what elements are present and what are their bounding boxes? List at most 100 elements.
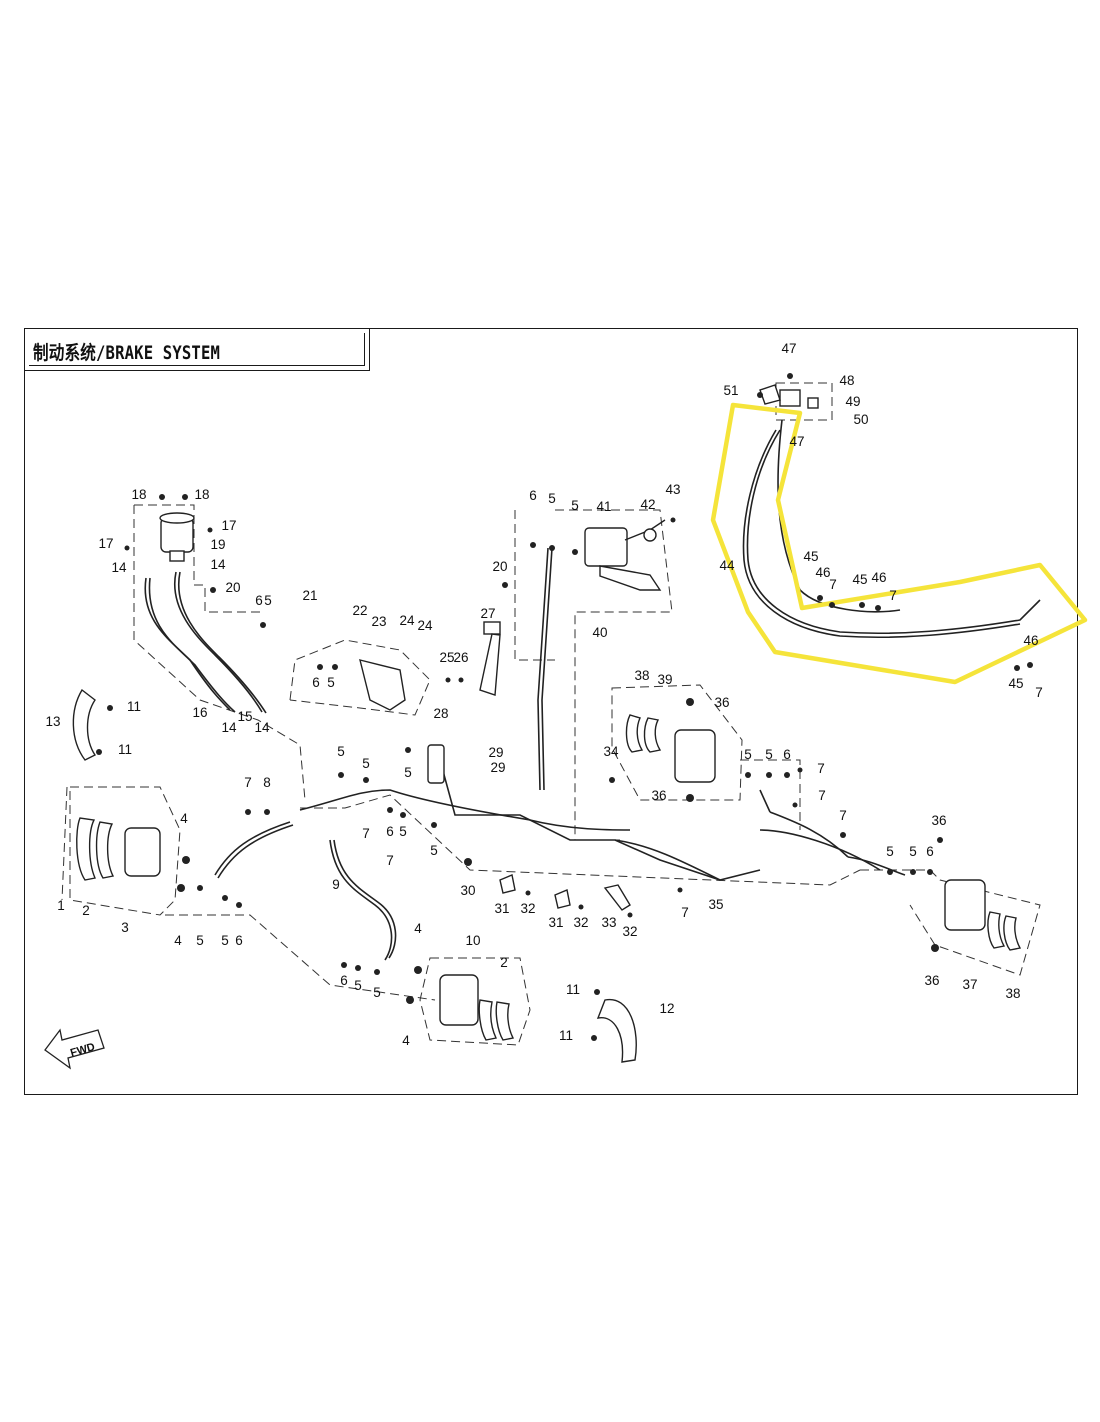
callout-5: 5 [571,498,579,513]
callout-36: 36 [714,695,729,710]
callout-38: 38 [634,668,649,683]
callout-2: 2 [82,903,90,918]
callout-14: 14 [111,560,127,575]
callout-20: 20 [225,580,240,595]
caliper-39 [674,729,716,783]
callout-5: 5 [886,844,894,859]
assembly-outlines [61,382,1041,1046]
callout-7: 7 [244,775,252,790]
callout-6: 6 [255,593,263,608]
callout-5: 5 [221,933,229,948]
callout-38: 38 [1005,986,1020,1001]
callout-46: 46 [871,570,886,585]
callout-5: 5 [765,747,773,762]
callout-15: 15 [237,709,252,724]
master-cylinder-41 [584,527,628,567]
callout-40: 40 [592,625,607,640]
callout-5: 5 [327,675,335,690]
callout-23: 23 [371,614,386,629]
callout-25: 25 [439,650,454,665]
callout-6: 6 [529,488,537,503]
callout-5: 5 [399,824,407,839]
callout-47: 47 [781,341,796,356]
callout-26: 26 [453,650,468,665]
callout-6: 6 [926,844,934,859]
callout-49: 49 [845,394,860,409]
callout-7: 7 [1035,685,1043,700]
callout-18: 18 [131,487,146,502]
callout-11: 11 [127,699,141,714]
callout-12: 12 [659,1001,674,1016]
callout-7: 7 [839,808,847,823]
callout-24: 24 [399,613,415,628]
callout-36: 36 [651,788,666,803]
callout-6: 6 [235,933,243,948]
callout-39: 39 [657,672,672,687]
callout-5: 5 [744,747,752,762]
callout-45: 45 [803,549,818,564]
callout-50: 50 [853,412,868,427]
callout-1: 1 [57,898,65,913]
callout-6: 6 [340,973,348,988]
callout-10: 10 [465,933,480,948]
callout-14: 14 [254,720,270,735]
callout-9: 9 [332,877,340,892]
callout-28: 28 [433,706,448,721]
callout-47: 47 [789,434,804,449]
callout-6: 6 [386,824,394,839]
callout-7: 7 [889,588,897,603]
callout-24: 24 [417,618,433,633]
callout-34: 34 [603,744,619,759]
callout-7: 7 [829,577,837,592]
callout-5: 5 [354,978,362,993]
callout-6: 6 [312,675,320,690]
callout-45: 45 [1008,676,1023,691]
callout-17: 17 [98,536,113,551]
callout-29: 29 [488,745,503,760]
callout-20: 20 [492,559,507,574]
callout-46: 46 [1023,633,1038,648]
callout-4: 4 [402,1033,410,1048]
callout-14: 14 [210,557,226,572]
callout-5: 5 [909,844,917,859]
callout-44: 44 [719,558,735,573]
callout-32: 32 [622,924,637,939]
callout-6: 6 [783,747,791,762]
callout-5: 5 [264,593,272,608]
brake-lines [144,419,1041,961]
callout-5: 5 [548,491,556,506]
title-box: 制动系统/BRAKE SYSTEM [25,329,370,371]
callout-7: 7 [386,853,394,868]
callout-32: 32 [520,901,535,916]
callout-22: 22 [352,603,367,618]
caliper-10 [439,974,479,1026]
components [72,384,1022,1063]
callout-30: 30 [460,883,475,898]
callout-42: 42 [640,497,655,512]
callout-37: 37 [962,977,977,992]
callout-4: 4 [174,933,182,948]
callout-5: 5 [373,985,381,1000]
callout-17: 17 [221,518,236,533]
callout-7: 7 [818,788,826,803]
fwd-arrow: FWD [44,1028,105,1070]
caliper-37 [944,879,986,931]
callout-5: 5 [430,843,438,858]
callout-11: 11 [566,982,580,997]
callout-33: 33 [601,915,616,930]
callout-5: 5 [362,756,370,771]
callout-7: 7 [362,826,370,841]
callout-45: 45 [852,572,867,587]
caliper-3 [124,827,161,877]
callout-32: 32 [573,915,588,930]
callout-36: 36 [924,973,939,988]
callout-21: 21 [302,588,317,603]
callout-46: 46 [815,565,830,580]
callout-18: 18 [194,487,209,502]
callout-48: 48 [839,373,854,388]
callout-36: 36 [931,813,946,828]
callout-3: 3 [121,920,129,935]
callout-19: 19 [210,537,225,552]
